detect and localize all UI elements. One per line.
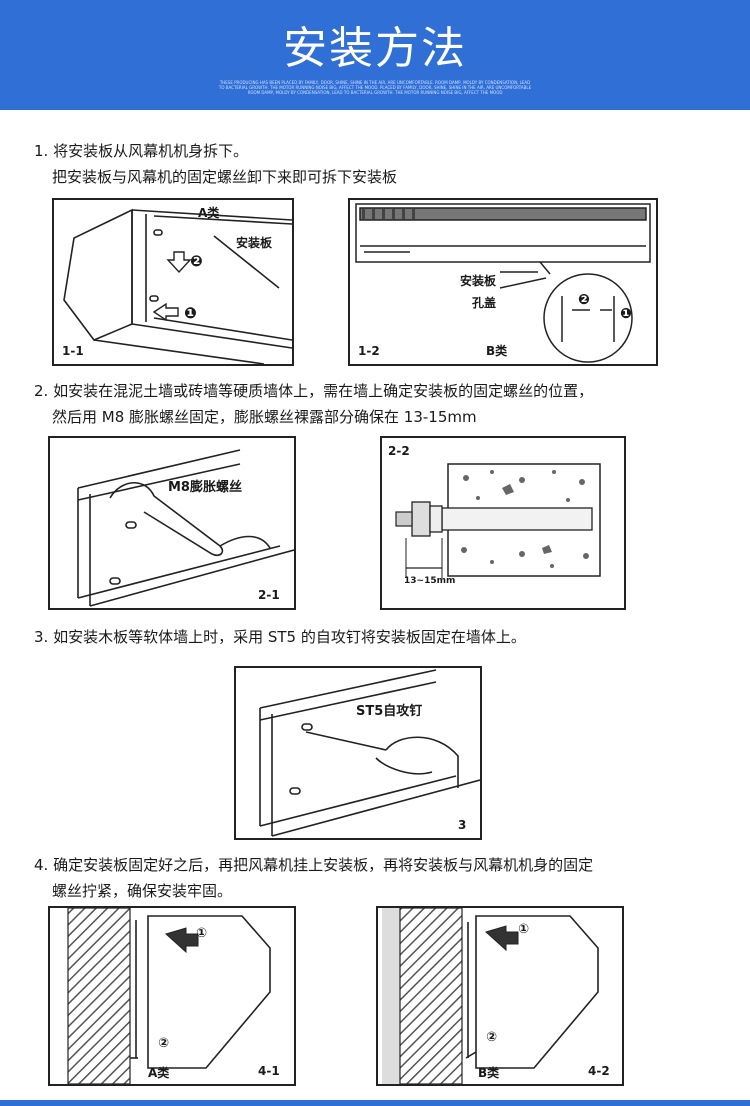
figure-2-2-dimension: 13~15mm <box>404 576 456 586</box>
figure-2-2-drawing <box>395 463 601 578</box>
figure-1-2-drawing <box>355 203 651 363</box>
marker-2: ② <box>158 1036 170 1051</box>
step-3-text: 3. 如安装木板等软体墙上时，采用 ST5 的自攻钉将安装板固定在墙体上。 <box>34 624 526 650</box>
figure-1-1-number: 1-1 <box>62 344 84 358</box>
figure-1-2-callout-plate: 安装板 <box>460 274 497 288</box>
step-1-line-1: 1. 将安装板从风幕机机身拆下。 <box>34 142 249 160</box>
marker-2: ❷ <box>190 252 203 270</box>
step-1-text: 1. 将安装板从风幕机机身拆下。 把安装板与风幕机的固定螺丝卸下来即可拆下安装板 <box>34 138 397 190</box>
figure-1-1-callout: 安装板 <box>236 236 273 250</box>
figure-2-1: M8膨胀螺丝 2-1 <box>48 436 296 610</box>
fine-print-line: TO BACTERIAL GROWTH. THE MOTOR RUNNING N… <box>218 85 532 90</box>
figure-2-2-number: 2-2 <box>388 444 410 458</box>
figure-3-callout: ST5自攻钉 <box>356 704 423 719</box>
step-4-line-1: 4. 确定安装板固定好之后，再把风幕机挂上安装板，再将安装板与风幕机机身的固定 <box>34 856 594 874</box>
figure-1-2-type-label: B类 <box>486 344 508 358</box>
banner-fine-print: THESE PRODUCING HAS BEEN PLACED BY FAMIL… <box>150 80 600 95</box>
step-4-line-2: 螺丝拧紧，确保安装牢固。 <box>52 882 233 900</box>
figure-4-1-drawing <box>67 908 271 1084</box>
marker-1: ① <box>196 926 208 941</box>
figure-4-1-type-label: A类 <box>148 1066 170 1080</box>
figure-4-2: ① ② B类 4-2 <box>376 906 624 1086</box>
figure-1-1: A类 安装板 ❷ ❶ 1-1 <box>52 198 294 366</box>
figure-4-1: ① ② A类 4-1 <box>48 906 296 1086</box>
step-1-line-2: 把安装板与风幕机的固定螺丝卸下来即可拆下安装板 <box>52 168 398 186</box>
figure-3: ST5自攻钉 3 <box>234 666 482 840</box>
step-2-text: 2. 如安装在混泥土墙或砖墙等硬质墙体上，需在墙上确定安装板的固定螺丝的位置， … <box>34 378 593 430</box>
marker-1: ❶ <box>620 306 632 322</box>
figure-2-1-drawing <box>77 449 294 607</box>
figure-4-2-type-label: B类 <box>478 1066 500 1080</box>
step-2-line-2: 然后用 M8 膨胀螺丝固定，膨胀螺丝裸露部分确保在 13-15mm <box>52 408 477 426</box>
figure-1-2: 安装板 孔盖 ❷ ❶ 1-2 B类 <box>348 198 658 366</box>
figure-4-2-drawing <box>382 908 599 1084</box>
step-3-line-1: 3. 如安装木板等软体墙上时，采用 ST5 的自攻钉将安装板固定在墙体上。 <box>34 628 526 646</box>
page-title: 安装方法 <box>283 23 467 74</box>
figure-1-1-drawing <box>63 208 292 364</box>
marker-2: ❷ <box>578 292 590 308</box>
step-2-line-1: 2. 如安装在混泥土墙或砖墙等硬质墙体上，需在墙上确定安装板的固定螺丝的位置， <box>34 382 594 400</box>
bottom-rule <box>0 1100 750 1106</box>
figure-2-1-number: 2-1 <box>258 588 280 602</box>
fine-print-line: THESE PRODUCING HAS BEEN PLACED BY FAMIL… <box>219 80 531 85</box>
figure-3-drawing <box>259 669 480 837</box>
header-banner: 安装方法 THESE PRODUCING HAS BEEN PLACED BY … <box>0 0 750 110</box>
figure-4-2-number: 4-2 <box>588 1064 610 1078</box>
fine-print-line: ROOM DAMP, MOLDY BY CONDENSATION, LEAD T… <box>247 90 503 95</box>
figure-2-1-callout: M8膨胀螺丝 <box>168 480 242 495</box>
figure-1-1-type-label: A类 <box>198 206 220 220</box>
marker-2: ② <box>486 1030 498 1045</box>
figure-1-2-callout-cover: 孔盖 <box>472 296 497 310</box>
marker-1: ① <box>518 922 530 937</box>
figure-2-2: 2-2 13~15mm <box>380 436 626 610</box>
marker-1: ❶ <box>184 304 197 322</box>
figure-4-1-number: 4-1 <box>258 1064 280 1078</box>
step-4-text: 4. 确定安装板固定好之后，再把风幕机挂上安装板，再将安装板与风幕机机身的固定 … <box>34 852 593 904</box>
figure-1-2-number: 1-2 <box>358 344 380 358</box>
figure-3-number: 3 <box>458 818 467 832</box>
